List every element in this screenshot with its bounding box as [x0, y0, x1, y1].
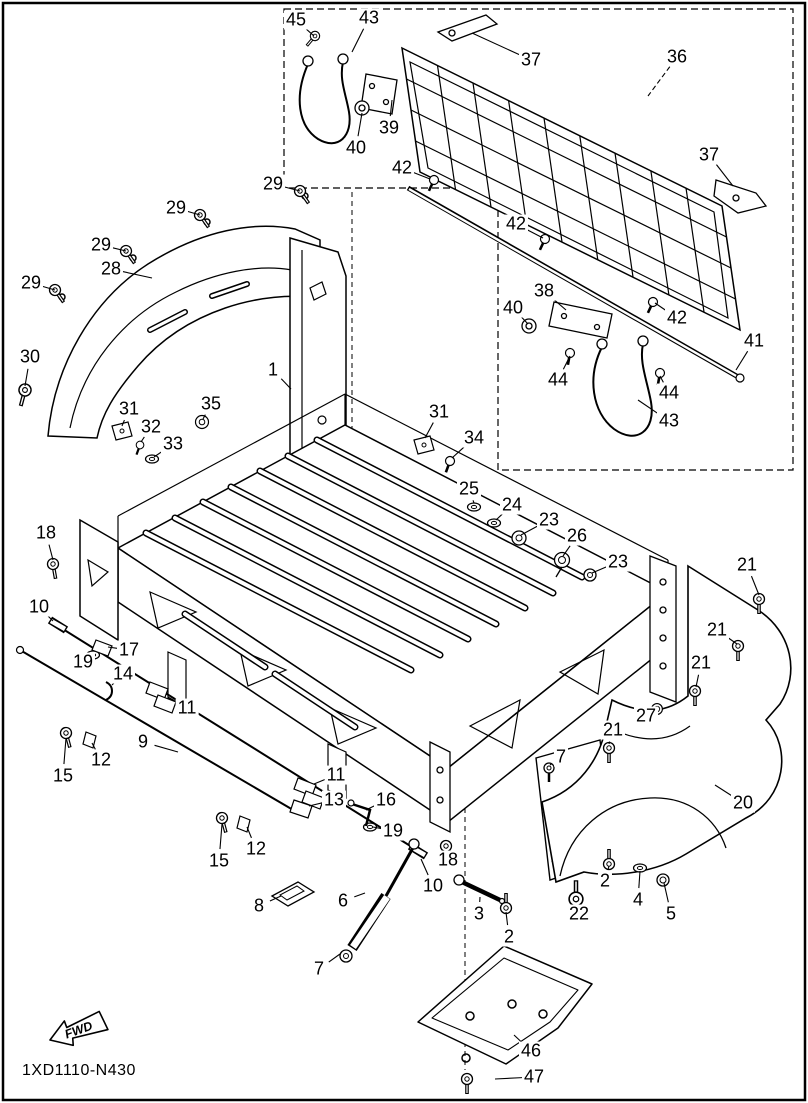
- cargo-bed: [79, 393, 670, 824]
- skid-plate: [417, 945, 593, 1065]
- callout-16: 16: [373, 789, 399, 810]
- callout-42: 42: [389, 157, 415, 178]
- corner-post-front: [429, 740, 451, 834]
- callout-6: 6: [335, 890, 351, 911]
- callout-45: 45: [283, 9, 309, 30]
- callout-21: 21: [600, 719, 626, 740]
- callout-2: 2: [597, 870, 613, 891]
- callout-26: 26: [564, 525, 590, 546]
- part-code: 1XD1110-N430: [22, 1062, 136, 1079]
- fwd-arrow-icon: FWD: [49, 1010, 109, 1047]
- callout-38: 38: [531, 280, 557, 301]
- callout-40: 40: [343, 137, 369, 158]
- grommet-40-lower: [521, 318, 537, 334]
- callout-20: 20: [730, 792, 756, 813]
- callout-3: 3: [471, 903, 487, 924]
- callout-5: 5: [663, 903, 679, 924]
- callout-18: 18: [435, 849, 461, 870]
- callout-25: 25: [456, 478, 482, 499]
- callout-9: 9: [135, 731, 151, 752]
- tailgate: [401, 46, 741, 332]
- callout-13: 13: [321, 789, 347, 810]
- callout-39: 39: [376, 117, 402, 138]
- callout-15: 15: [50, 765, 76, 786]
- callout-4: 4: [630, 889, 646, 910]
- corner-post-right: [649, 555, 677, 703]
- callout-44: 44: [545, 369, 571, 390]
- callout-11: 11: [175, 697, 199, 718]
- fender: [541, 564, 792, 884]
- callout-23: 23: [605, 551, 631, 572]
- bracket-37-left: [436, 14, 499, 42]
- callout-12: 12: [243, 838, 269, 859]
- plate-38: [548, 301, 613, 339]
- callout-42: 42: [503, 213, 529, 234]
- plate-39: [360, 73, 398, 115]
- callout-37: 37: [696, 144, 722, 165]
- callout-29: 29: [18, 272, 44, 293]
- callout-42: 42: [664, 307, 690, 328]
- hardware: [12, 27, 767, 1096]
- grommet-40-top: [354, 100, 370, 116]
- callout-24: 24: [499, 494, 525, 515]
- callout-31: 31: [116, 398, 142, 419]
- pivot-rod: [406, 185, 745, 383]
- callout-37: 37: [518, 49, 544, 70]
- release-rods: [15, 616, 429, 860]
- callout-10: 10: [420, 875, 446, 896]
- callout-11: 11: [324, 764, 348, 785]
- callout-47: 47: [521, 1066, 547, 1087]
- cable-43-right: [592, 335, 653, 437]
- callout-46: 46: [518, 1040, 544, 1061]
- callout-21: 21: [688, 652, 714, 673]
- callout-36: 36: [664, 46, 690, 67]
- callout-40: 40: [500, 297, 526, 318]
- callout-44: 44: [656, 382, 682, 403]
- callout-30: 30: [17, 346, 43, 367]
- callout-43: 43: [356, 7, 382, 28]
- callout-7: 7: [553, 746, 569, 767]
- callout-7: 7: [311, 958, 327, 979]
- callout-27: 27: [633, 705, 659, 726]
- callout-28: 28: [98, 258, 124, 279]
- callout-41: 41: [741, 330, 767, 351]
- callout-22: 22: [566, 903, 592, 924]
- gas-strut: [339, 838, 420, 963]
- callout-23: 23: [536, 509, 562, 530]
- callout-8: 8: [251, 895, 267, 916]
- callout-1: 1: [265, 359, 281, 380]
- front-panel: [47, 192, 321, 439]
- callout-29: 29: [88, 234, 114, 255]
- callout-12: 12: [88, 749, 114, 770]
- callout-31: 31: [426, 401, 452, 422]
- bracket-37-right: [713, 179, 768, 214]
- callout-21: 21: [704, 619, 730, 640]
- callout-14: 14: [110, 663, 136, 684]
- callout-17: 17: [116, 639, 142, 660]
- callout-19: 19: [380, 820, 406, 841]
- callout-43: 43: [656, 410, 682, 431]
- callout-35: 35: [198, 393, 224, 414]
- callout-29: 29: [163, 197, 189, 218]
- callout-18: 18: [33, 522, 59, 543]
- callout-19: 19: [70, 651, 96, 672]
- callout-2: 2: [501, 926, 517, 947]
- callout-10: 10: [26, 596, 52, 617]
- fwd-label: FWD: [63, 1019, 95, 1042]
- cable-43-left: [298, 53, 351, 145]
- callout-33: 33: [160, 433, 186, 454]
- callout-29: 29: [260, 173, 286, 194]
- callout-15: 15: [206, 850, 232, 871]
- callout-21: 21: [734, 554, 760, 575]
- callout-34: 34: [461, 427, 487, 448]
- callout-32: 32: [138, 416, 164, 437]
